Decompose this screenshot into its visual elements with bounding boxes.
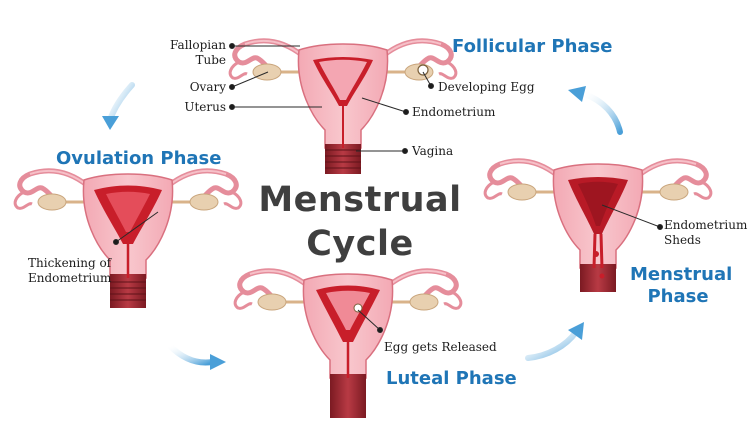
label-egg-gets-released: Egg gets Released [384,340,497,354]
phase-label-luteal: Luteal Phase [386,368,517,389]
phase-label-menstrual: Menstrual Phase [630,264,733,308]
uterus-menstrual [485,161,711,292]
label-uterus: Uterus [184,100,226,114]
label-thickening-line-1: Thickening of [28,256,112,270]
label-thickening-line-2: Endometrium [28,271,112,285]
arrow-follicular-to-ovulation [107,82,135,123]
uterus-follicular [230,41,456,174]
arrow-luteal-to-menstrual [525,329,579,361]
label-sheds-line-1: Endometrium [664,218,748,232]
label-fallopian-tube: Fallopian Tube [160,38,226,68]
cycle-arrows [102,82,623,370]
label-thickening-of-endometrium: Thickening of Endometrium [28,256,111,286]
phase-label-menstrual-line-2: Phase [647,286,709,307]
title-line-1: Menstrual [258,180,462,220]
label-endometrium: Endometrium [412,105,496,119]
label-fallopian-line-2: Tube [195,53,226,67]
title-line-2: Cycle [306,224,414,264]
label-vagina: Vagina [412,144,454,158]
arrow-menstrual-to-follicular [581,91,623,135]
label-endometrium-sheds: Endometrium Sheds [664,218,747,248]
arrow-ovulation-to-luteal [167,343,215,366]
diagram-title: Menstrual Cycle [255,178,465,266]
label-fallopian-line-1: Fallopian [170,38,226,52]
phase-label-ovulation: Ovulation Phase [56,148,222,169]
uterus-luteal [235,271,461,418]
label-ovary: Ovary [189,80,226,94]
phase-label-follicular: Follicular Phase [452,36,613,57]
label-sheds-line-2: Sheds [664,233,701,247]
uterus-ovulation [15,171,241,308]
callout-lines [113,43,663,333]
phase-label-menstrual-line-1: Menstrual [630,264,733,285]
label-developing-egg: Developing Egg [438,80,535,94]
